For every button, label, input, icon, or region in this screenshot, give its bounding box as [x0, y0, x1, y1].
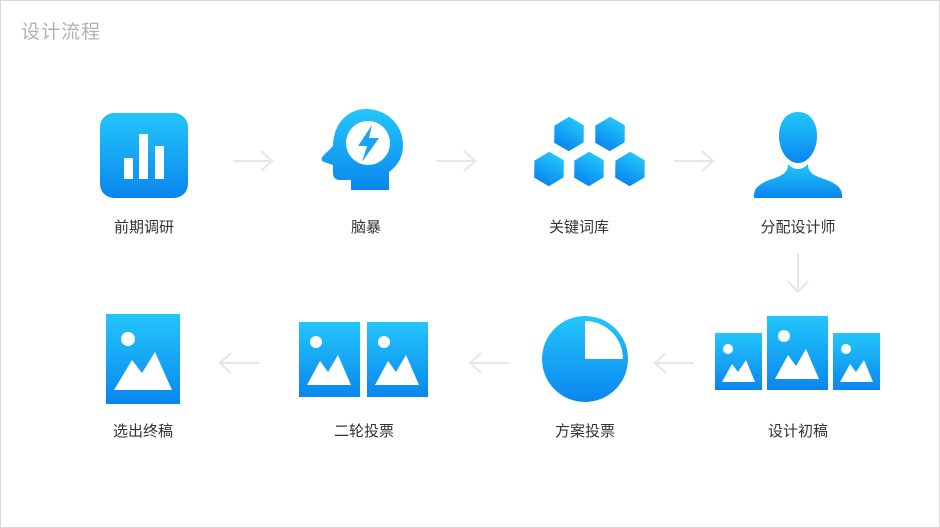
- arrow-left-icon: [218, 352, 259, 374]
- hexagon-cluster-icon: [532, 114, 647, 189]
- image-pair-icon: [299, 322, 428, 397]
- step-label: 关键词库: [548, 218, 609, 236]
- arrow-down-icon: [787, 253, 809, 294]
- brainstorm-head-icon: [321, 109, 403, 190]
- step-label: 二轮投票: [333, 422, 394, 440]
- single-image-icon: [106, 314, 180, 404]
- step-label: 分配设计师: [760, 218, 836, 236]
- arrow-left-icon: [653, 352, 694, 374]
- person-icon: [754, 112, 842, 198]
- pie-chart-icon: [542, 316, 628, 402]
- arrow-right-icon: [436, 150, 477, 172]
- step-label: 方案投票: [554, 422, 615, 440]
- image-set-icon: [715, 316, 880, 390]
- step-label: 设计初稿: [767, 422, 828, 440]
- step-label: 前期调研: [113, 218, 174, 236]
- step-label: 选出终稿: [112, 422, 173, 440]
- arrow-right-icon: [674, 150, 715, 172]
- arrow-left-icon: [468, 352, 509, 374]
- step-label: 脑暴: [350, 218, 381, 236]
- page-title: 设计流程: [21, 21, 102, 43]
- bar-chart-icon: [100, 113, 188, 198]
- arrow-right-icon: [233, 150, 274, 172]
